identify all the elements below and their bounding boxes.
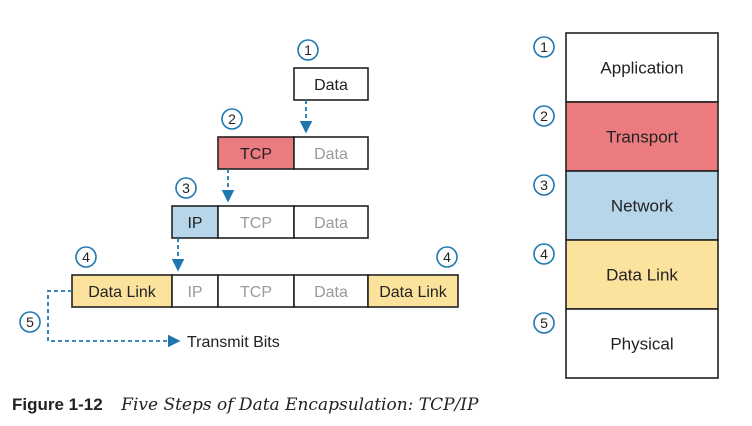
step-3-frame: IP TCP Data [171,205,369,239]
step-number: 1 [304,42,312,58]
layer-box [565,170,719,241]
cell-box-data [293,67,369,101]
layer-application: Application [565,32,719,103]
layer-1-marker: 1 [533,36,555,58]
transmit-step-marker: 5 [19,311,41,333]
step-2-frame: TCP Data [217,136,369,170]
figure-caption: Figure 1-12 Five Steps of Data Encapsula… [12,395,478,415]
step-circle [297,39,319,61]
cell-box-tcp [217,205,295,239]
transmit-bits-label: Transmit Bits [187,334,280,351]
step-circle [19,311,41,333]
layer-box [565,239,719,310]
step-4-marker: 4 [75,246,97,268]
cell-box-data-link [367,274,459,308]
step-number: 2 [540,108,548,124]
layer-network: Network [565,170,719,241]
step-circle [436,246,458,268]
layer-box [565,308,719,379]
step-number: 4 [540,246,548,262]
step-1-marker: 1 [297,39,319,61]
step-number: 2 [228,111,236,127]
layer-name: Network [611,197,674,216]
cell-label-data: Data [314,146,348,163]
layer-box [565,101,719,172]
step-number: 5 [26,314,34,330]
cell-label-data: Data [314,77,348,94]
cell-box-tcp [217,274,295,308]
step-circle [533,174,555,196]
layer-physical: Physical [565,308,719,379]
layer-transport: Transport [565,101,719,172]
cell-label-data: Data [314,215,348,232]
step-circle [75,246,97,268]
step-number: 1 [540,39,548,55]
layer-2-marker: 2 [533,105,555,127]
cell-box-data [293,205,369,239]
layer-name: Physical [610,335,673,354]
cell-label-ip: IP [187,215,202,232]
trailer-step-marker: 4 [436,246,458,268]
layer-name: Application [600,59,683,78]
cell-box-data [293,136,369,170]
cell-label-tcp: TCP [240,146,272,163]
layer-data-link: Data Link [565,239,719,310]
step-2-marker: 2 [221,108,243,130]
layer-3-marker: 3 [533,174,555,196]
step-4-frame: Data Link IP TCP Data Data Link [71,274,459,308]
layer-5-marker: 5 [533,312,555,334]
step-circle [221,108,243,130]
cell-label-data: Data [314,284,348,301]
step-circle [533,243,555,265]
step-number: 3 [182,180,190,196]
figure-title: Five Steps of Data Encapsulation: TCP/IP [121,395,479,415]
step-number: 4 [443,249,451,265]
cell-label-data-link: Data Link [88,284,157,301]
figure-label: Figure 1-12 [12,395,103,414]
flow-arrows [47,100,313,348]
cell-box-data [293,274,369,308]
step-number: 3 [540,177,548,193]
step-circle [175,177,197,199]
cell-box-tcp [217,136,295,170]
step-circle [533,105,555,127]
layer-name: Data Link [606,266,678,285]
step-circle [533,36,555,58]
layer-name: Transport [606,128,678,147]
transmit-arrow [47,290,181,348]
cell-box-data-link [71,274,173,308]
cell-label-tcp: TCP [240,284,272,301]
cell-label-ip: IP [187,284,202,301]
cell-box-ip [171,205,219,239]
cell-label-tcp: TCP [240,215,272,232]
step-3-marker: 3 [175,177,197,199]
cell-label-data-link: Data Link [379,284,448,301]
step-number: 4 [82,249,90,265]
step-circle [533,312,555,334]
step-number: 5 [540,315,548,331]
step-1-frame: Data [293,67,369,101]
layer-box [565,32,719,103]
layer-4-marker: 4 [533,243,555,265]
